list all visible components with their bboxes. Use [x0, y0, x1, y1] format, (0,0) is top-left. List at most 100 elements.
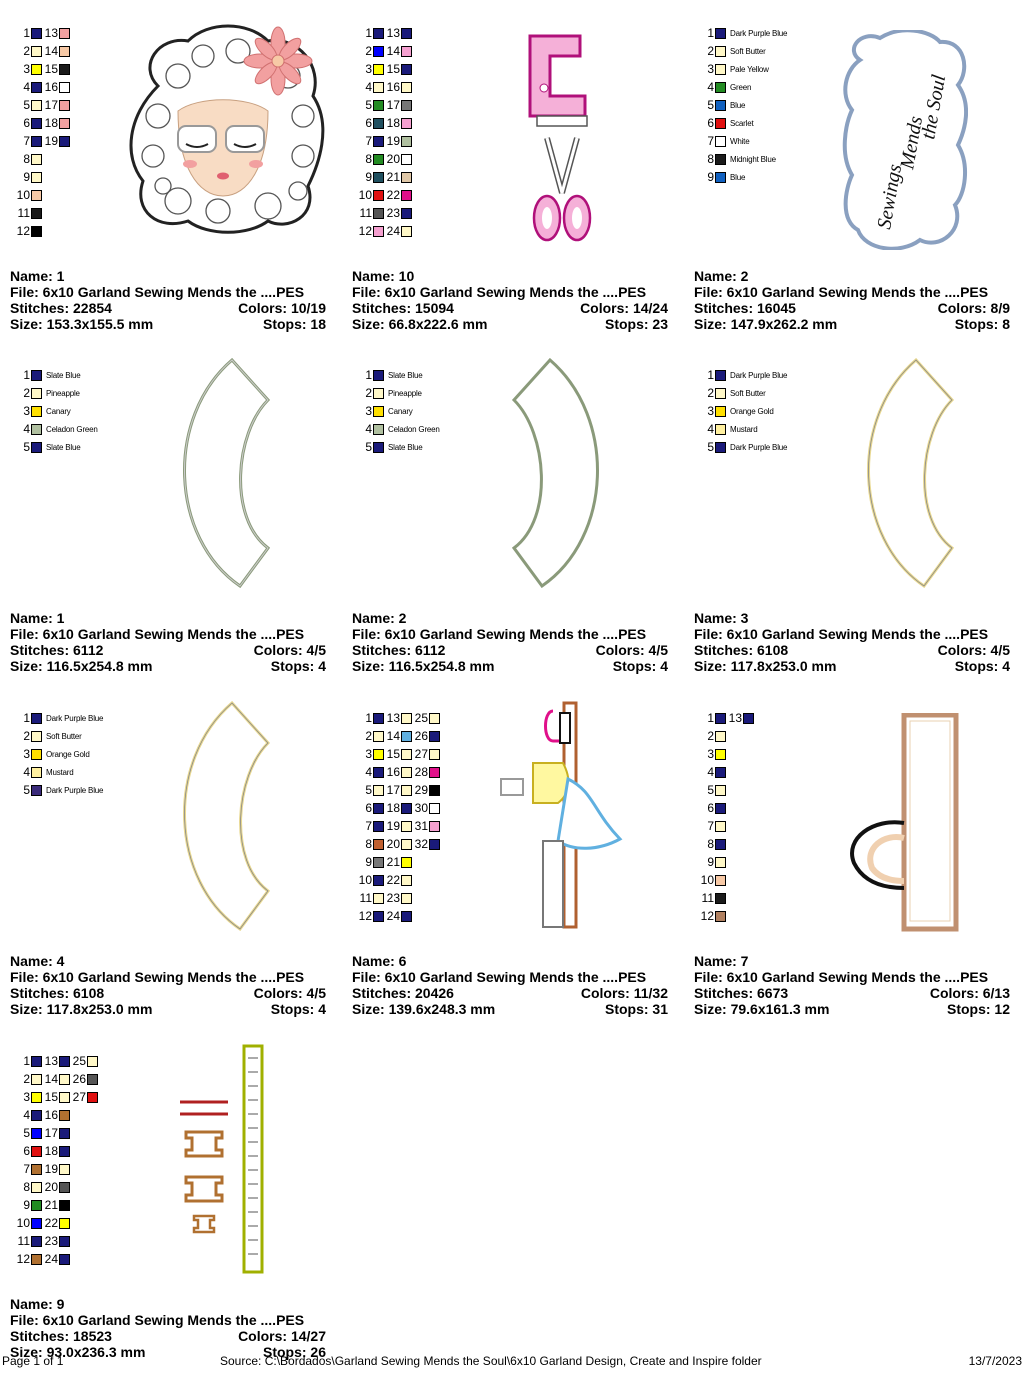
thread-color-name: Celadon Green — [388, 424, 440, 434]
legend-number: 18 — [386, 801, 400, 815]
color-swatch — [401, 838, 412, 850]
color-swatch — [31, 748, 42, 760]
legend-number: 6 — [23, 116, 30, 130]
source-path: Source: C:\Bordados\Garland Sewing Mends… — [220, 1354, 762, 1368]
design-name: Name: 1 — [10, 268, 65, 284]
color-swatch — [715, 820, 726, 832]
thread-color-name: Slate Blue — [46, 442, 81, 452]
stop-count: Stops: 4 — [270, 1001, 326, 1017]
legend-row: 29 — [412, 781, 440, 799]
color-swatch — [373, 117, 384, 129]
legend-number: 20 — [386, 152, 400, 166]
color-swatch — [401, 225, 412, 237]
color-swatch — [31, 189, 42, 201]
legend-number: 4 — [707, 422, 714, 436]
legend-row: 5 — [356, 96, 384, 114]
color-swatch — [31, 81, 42, 93]
legend-row: 13 — [42, 24, 70, 42]
stitch-count: Stitches: 20426 — [352, 985, 454, 1001]
legend-number: 26 — [414, 729, 428, 743]
color-swatch — [715, 856, 726, 868]
legend-row: 17 — [384, 781, 412, 799]
legend-number: 5 — [707, 98, 714, 112]
legend-number: 11 — [17, 206, 30, 220]
legend-row: 16 — [384, 78, 412, 96]
color-swatch — [401, 910, 412, 922]
legend-row: 8 — [14, 1178, 42, 1196]
color-swatch — [715, 45, 726, 57]
design-file: File: 6x10 Garland Sewing Mends the ....… — [10, 284, 305, 300]
color-swatch — [59, 1199, 70, 1211]
legend-row: 24 — [384, 222, 412, 240]
legend-number: 24 — [386, 224, 400, 238]
legend-row: 9 — [14, 1196, 42, 1214]
thread-color-name: Dark Purple Blue — [46, 785, 104, 795]
legend-row: 6 — [14, 114, 42, 132]
stop-count: Stops: 4 — [954, 658, 1010, 674]
legend-number: 19 — [44, 1162, 58, 1176]
color-swatch — [401, 207, 412, 219]
color-swatch — [401, 874, 412, 886]
thread-color-name: Green — [730, 82, 752, 92]
stitch-count: Stitches: 6112 — [10, 642, 104, 658]
legend-row: 12 — [14, 222, 42, 240]
legend-row: 19 — [384, 132, 412, 150]
color-swatch — [373, 153, 384, 165]
color-swatch — [87, 1073, 98, 1085]
legend-number: 15 — [386, 747, 400, 761]
legend-number: 26 — [72, 1072, 86, 1086]
color-swatch — [31, 1109, 42, 1121]
design-name: Name: 1 — [10, 610, 65, 626]
legend-number: 10 — [16, 188, 30, 202]
legend-number: 8 — [707, 152, 714, 166]
color-swatch — [401, 766, 412, 778]
color-swatch — [715, 712, 726, 724]
color-swatch — [715, 838, 726, 850]
legend-row: 13 — [384, 24, 412, 42]
color-swatch — [31, 207, 42, 219]
legend-number: 2 — [23, 729, 30, 743]
color-swatch — [59, 1253, 70, 1265]
legend-number: 25 — [72, 1054, 86, 1068]
color-swatch — [31, 45, 42, 57]
color-swatch — [31, 766, 42, 778]
legend-number: 22 — [44, 1216, 58, 1230]
design-size: Size: 66.8x222.6 mm — [352, 316, 488, 332]
color-swatch — [401, 856, 412, 868]
legend-number: 1 — [707, 711, 714, 725]
legend-row: 9 — [356, 853, 384, 871]
legend-row: 3 — [356, 60, 384, 78]
legend-row: 5 — [14, 1124, 42, 1142]
color-count: Colors: 6/13 — [929, 985, 1010, 1001]
legend-number: 12 — [700, 909, 714, 923]
color-swatch — [429, 730, 440, 742]
page-number: Page 1 of 1 — [2, 1354, 64, 1368]
legend-number: 2 — [365, 386, 372, 400]
legend-number: 16 — [44, 1108, 58, 1122]
color-swatch — [59, 99, 70, 111]
legend-number: 17 — [44, 1126, 58, 1140]
color-swatch — [373, 405, 384, 417]
legend-number: 5 — [707, 783, 714, 797]
legend-row: 8 — [698, 835, 726, 853]
stop-count: Stops: 4 — [270, 658, 326, 674]
legend-row: 20 — [384, 835, 412, 853]
legend-number: 6 — [365, 116, 372, 130]
color-swatch — [31, 1199, 42, 1211]
thread-color-name: Midnight Blue — [730, 154, 776, 164]
color-swatch — [373, 910, 384, 922]
color-swatch — [373, 730, 384, 742]
color-swatch — [59, 1055, 70, 1067]
